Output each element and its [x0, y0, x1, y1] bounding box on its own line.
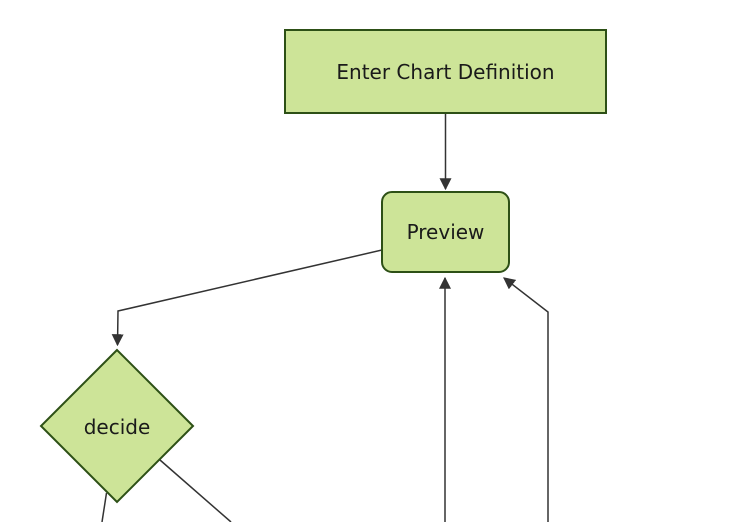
node-enter-chart-definition-label: Enter Chart Definition [336, 60, 554, 84]
edge-offscreen-to-preview-right [503, 277, 549, 522]
edge-decide-to-offscreen-right [159, 459, 232, 522]
node-decide-label: decide [84, 415, 151, 439]
node-enter-chart-definition-shape [284, 29, 607, 114]
node-preview-label: Preview [407, 220, 485, 244]
node-preview-shape [381, 191, 510, 273]
node-decide-shape [39, 348, 195, 504]
edge-decide-to-offscreen-left [101, 492, 108, 522]
node-enter-chart-definition: Enter Chart Definition [284, 29, 607, 114]
edge-preview-to-decide [111, 249, 383, 347]
node-decide: decide [39, 348, 195, 504]
node-preview: Preview [381, 191, 510, 273]
